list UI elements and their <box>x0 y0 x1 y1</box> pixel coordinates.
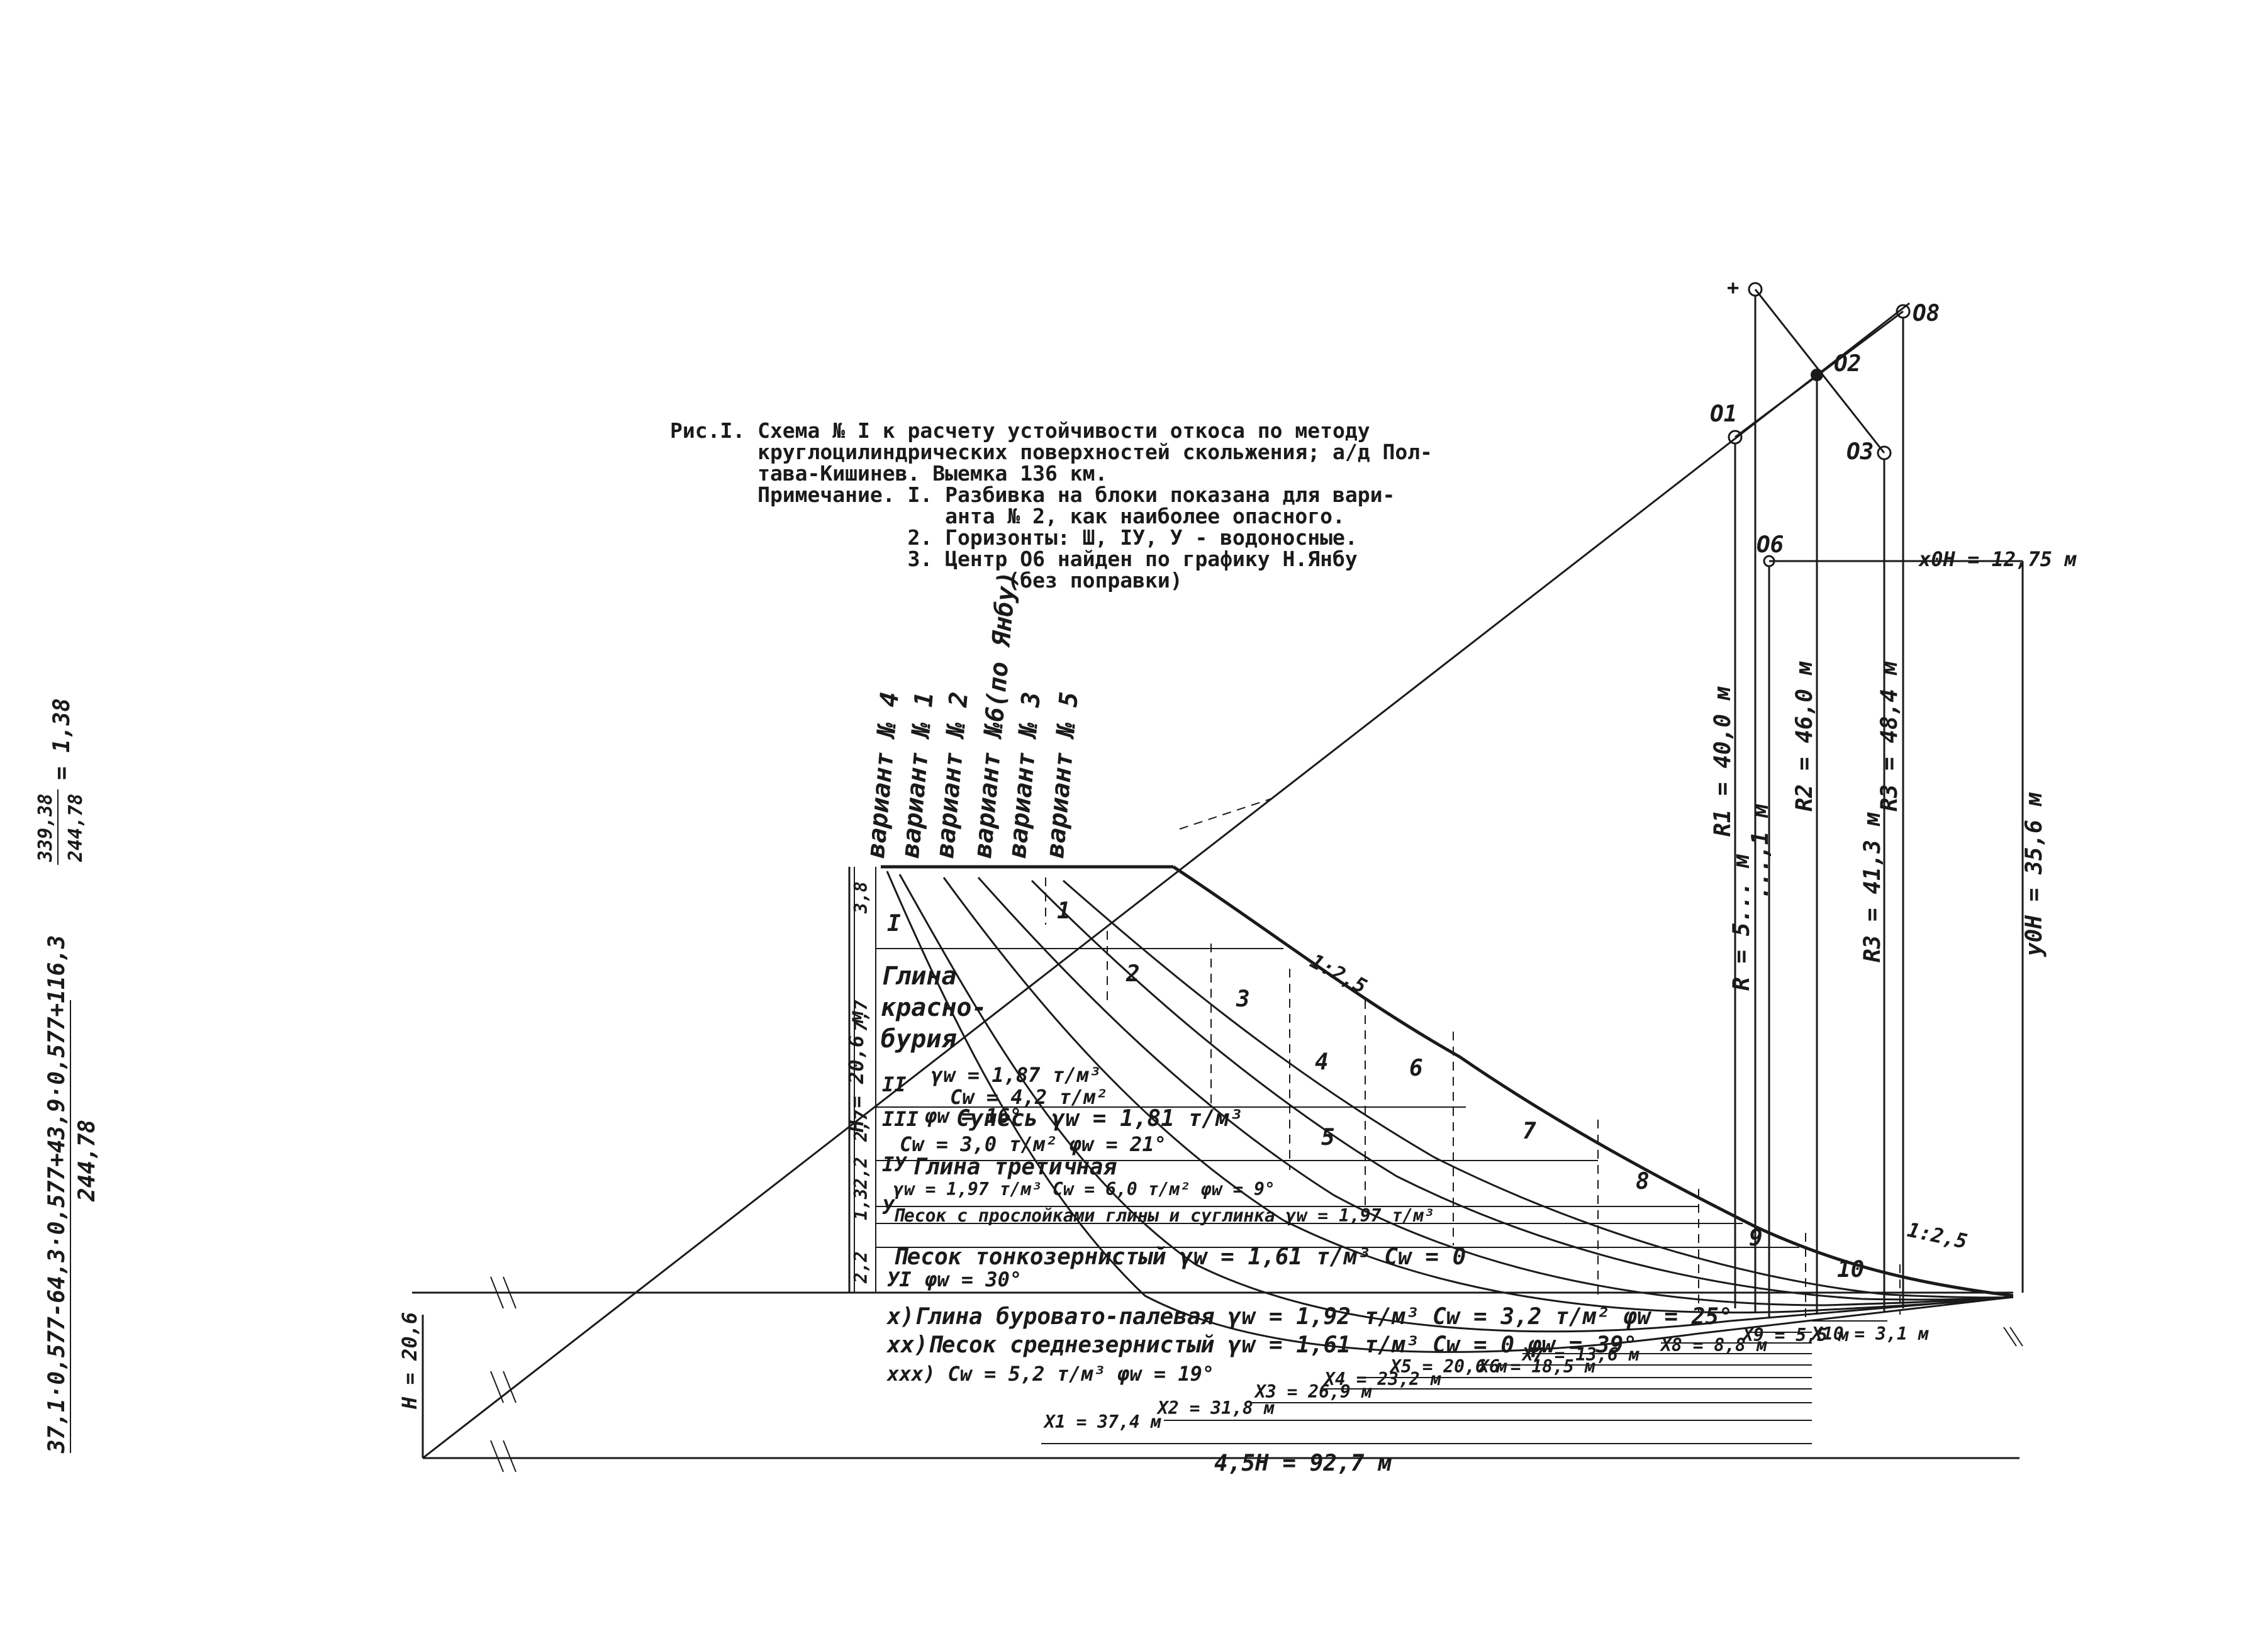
slip-circle-variant-6 <box>977 877 2014 1306</box>
formula-result: = 1,38 <box>49 698 75 780</box>
slip-circle-variant-4 <box>886 871 2014 1353</box>
width-label: 4,5Н = 92,7 м <box>1214 1451 1392 1476</box>
caption-note-3b: (без поправки) <box>670 568 1183 593</box>
left-dimension: Н = 20,6 <box>398 1276 2023 1473</box>
r5-label: R = 5... м <box>1729 854 1755 991</box>
caption-note-2: 2. Горизонты: Ш, IУ, У - водоносные. <box>670 525 1358 550</box>
layer-labels: 3,8 7,7 2,7 2,2 1,3 2,2 I Глина красно- … <box>844 867 1466 1293</box>
note-1: х)Глина буровато-палевая γw = 1,92 т/м³ … <box>886 1304 1733 1330</box>
layer-thick-1: 3,8 <box>851 881 871 914</box>
width-dimension: 4,5Н = 92,7 м <box>423 1451 2019 1476</box>
o2-label: O2 <box>1834 351 1861 377</box>
layer-thick-6: 2,2 <box>851 1251 871 1284</box>
roman-2: II <box>882 1072 907 1096</box>
note-2: хх)Песок среднезернистый γw = 1,61 т/м³ … <box>886 1332 1637 1358</box>
h-total-label: Н = 20,6 м <box>844 1011 868 1133</box>
note-3: ххх) Cw = 5,2 т/м³ φw = 19° <box>886 1362 1214 1386</box>
clay-tert-label: Глина третичная <box>912 1154 1117 1180</box>
r3b-label: R3 = 41,3 м <box>1860 811 1885 962</box>
roman-1: I <box>887 911 901 937</box>
block-4: 4 <box>1315 1049 1329 1075</box>
slip-circle-variant-1 <box>898 874 2014 1333</box>
x8-label: X8 = 8,8 м <box>1660 1335 1768 1356</box>
x0h-label: x0H = 12,75 м <box>1918 547 2077 571</box>
side-formula: 37,1·0,577-64,3·0,577+43,9·0,577+116,3 2… <box>35 698 100 1454</box>
block-6: 6 <box>1409 1055 1423 1081</box>
slope-top-label: 1:2,5 <box>1306 949 1371 999</box>
slip-circles <box>886 871 2014 1353</box>
roman-6: УI <box>887 1267 912 1291</box>
caption-note-1b: анта № 2, как наиболее опасного. <box>670 504 1345 528</box>
block-numbers: 1 2 3 4 5 6 7 8 9 10 <box>1057 898 1864 1283</box>
x9-label: X9 = 5,5 м <box>1741 1325 1850 1345</box>
top-label: + <box>1727 276 1739 299</box>
r1-label: R1 = 40,0 м <box>1710 686 1736 837</box>
block-10: 10 <box>1837 1257 1864 1283</box>
block-1: 1 <box>1057 898 1071 924</box>
sandy-loam-params: Cw = 3,0 т/м² φw = 21° <box>900 1132 1166 1156</box>
clay-red-label-1: Глина <box>881 962 956 991</box>
clay-red-gamma: γw = 1,87 т/м³ <box>931 1063 1101 1087</box>
block-2: 2 <box>1126 961 1140 987</box>
caption-note-3: 3. Центр O6 найден по графику Н.Янбу <box>670 547 1358 571</box>
caption-note-1: Примечание. I. Разбивка на блоки показан… <box>670 482 1395 507</box>
roman-4: IУ <box>882 1152 908 1176</box>
formula-result-num: 339,38 <box>35 794 57 862</box>
o8-label: O8 <box>1913 301 1940 326</box>
roman-5: У <box>882 1195 896 1219</box>
block-7: 7 <box>1522 1118 1536 1144</box>
slip-circle-variant-2 <box>942 877 2014 1314</box>
x1-label: X1 = 37,4 м <box>1043 1412 1162 1432</box>
block-dividers <box>1045 877 1901 1318</box>
x3-label: X3 = 26,9 м <box>1254 1381 1373 1402</box>
o3-label: O3 <box>1846 439 1874 465</box>
y0h-label: y0H = 35,6 м <box>2021 792 2047 957</box>
variant-5-label: вариант № 5 <box>1041 691 1084 859</box>
r3-label: R3 = 48,4 м <box>1877 660 1902 811</box>
x4-label: X4 = 23,2 м <box>1323 1369 1442 1390</box>
block-3: 3 <box>1236 986 1250 1012</box>
roman-3: III <box>882 1107 919 1131</box>
clay-tert-params: γw = 1,97 т/м³ Cw = 6,0 т/м² φw = 9° <box>893 1179 1275 1200</box>
caption-line-2: круглоцилиндрических поверхностей скольж… <box>670 440 1433 464</box>
section-outline <box>412 302 2014 1459</box>
caption-line-1: Рис.I. Схема № I к расчету устойчивости … <box>670 418 1370 443</box>
r6-label: ...,1 м <box>1748 803 1774 899</box>
caption-line-3: тава-Кишинев. Выемка 136 км. <box>670 461 1108 486</box>
notes: х)Глина буровато-палевая γw = 1,92 т/м³ … <box>886 1304 1733 1386</box>
o6-label: O6 <box>1757 532 1784 558</box>
slope-bottom-label: 1:2,5 <box>1905 1218 1969 1254</box>
variant-labels: вариант № 4 вариант № 1 вариант № 2 вари… <box>861 570 1084 859</box>
x2-label: X2 = 31,8 м <box>1156 1398 1275 1418</box>
formula-denominator: 244,78 <box>74 1120 100 1202</box>
clay-red-label-3: бурия <box>881 1025 956 1054</box>
formula-result-den: 244,78 <box>65 794 87 862</box>
o1-label: O1 <box>1710 401 1737 427</box>
x10-label: X10 = 3,1 м <box>1811 1323 1930 1344</box>
layer-thick-4: 2,2 <box>851 1157 871 1189</box>
layer-thick-5: 1,3 <box>851 1188 871 1220</box>
block-8: 8 <box>1636 1169 1650 1195</box>
sandy-loam-label: Супесь γw = 1,81 т/м³ <box>956 1106 1243 1132</box>
sand-layers-label: Песок с прослойками глины и суглинка γw … <box>893 1205 1434 1226</box>
x7-label: X7 = 13,6 м <box>1521 1344 1640 1365</box>
x-dimensions: X1 = 37,4 м X2 = 31,8 м X3 = 26,9 м X4 =… <box>1041 1320 1930 1444</box>
clay-red-label-2: красно- <box>881 993 987 1022</box>
block-5: 5 <box>1321 1125 1335 1150</box>
fine-sand-phi: φw = 30° <box>924 1267 1022 1291</box>
slip-circle-variant-3 <box>1031 879 2014 1301</box>
x5-label: X5 = 20,6 м <box>1389 1356 1508 1377</box>
x6-label: X6 = 18,5 м <box>1477 1356 1596 1377</box>
clay-red-cw: Cw = 4,2 т/м² <box>950 1085 1107 1109</box>
r2-label: R2 = 46,0 м <box>1792 660 1818 811</box>
fine-sand-label: Песок тонкозернистый γw = 1,61 т/м³ Cw =… <box>893 1244 1466 1270</box>
formula-numerator: 37,1·0,577-64,3·0,577+43,9·0,577+116,3 <box>44 935 70 1454</box>
centers-and-radii: O1 + O2 O3 O8 O6 R1 = 40,0 м R2 = 46,0 м… <box>1710 276 2077 1318</box>
slip-circle-variant-5 <box>1063 879 2014 1299</box>
h-left-label: Н = 20,6 <box>398 1312 422 1410</box>
clay-red-phi: φw = 16° <box>924 1104 1022 1128</box>
